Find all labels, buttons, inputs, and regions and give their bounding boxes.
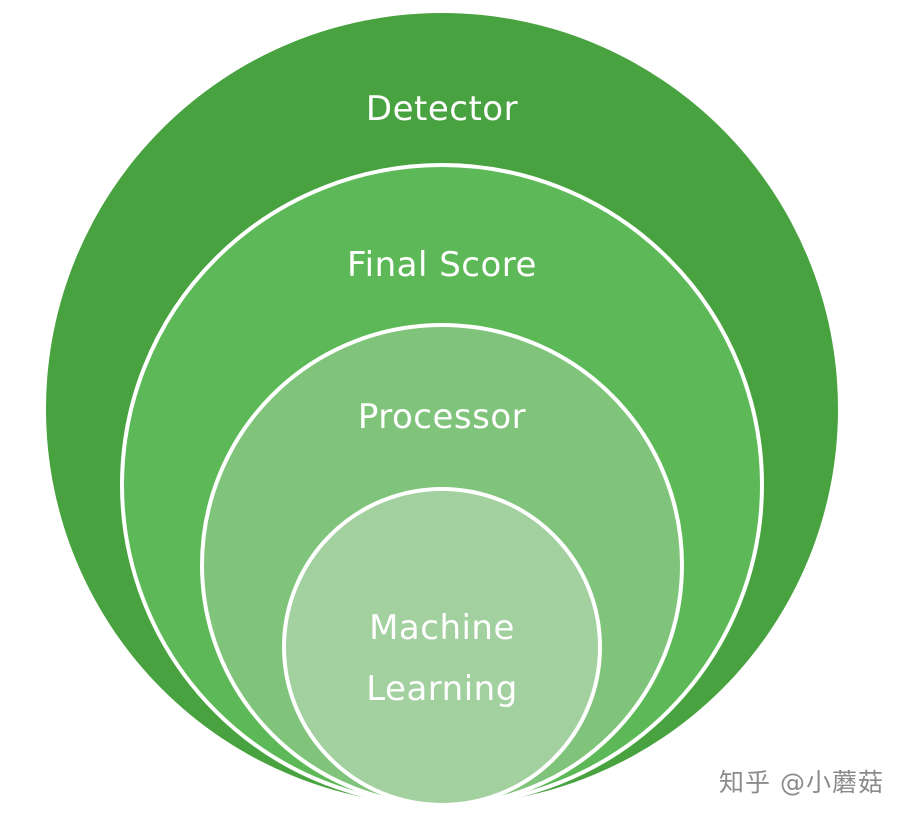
- machine-learning-circle: [282, 487, 602, 807]
- watermark: 知乎 @小蘑菇: [719, 768, 884, 797]
